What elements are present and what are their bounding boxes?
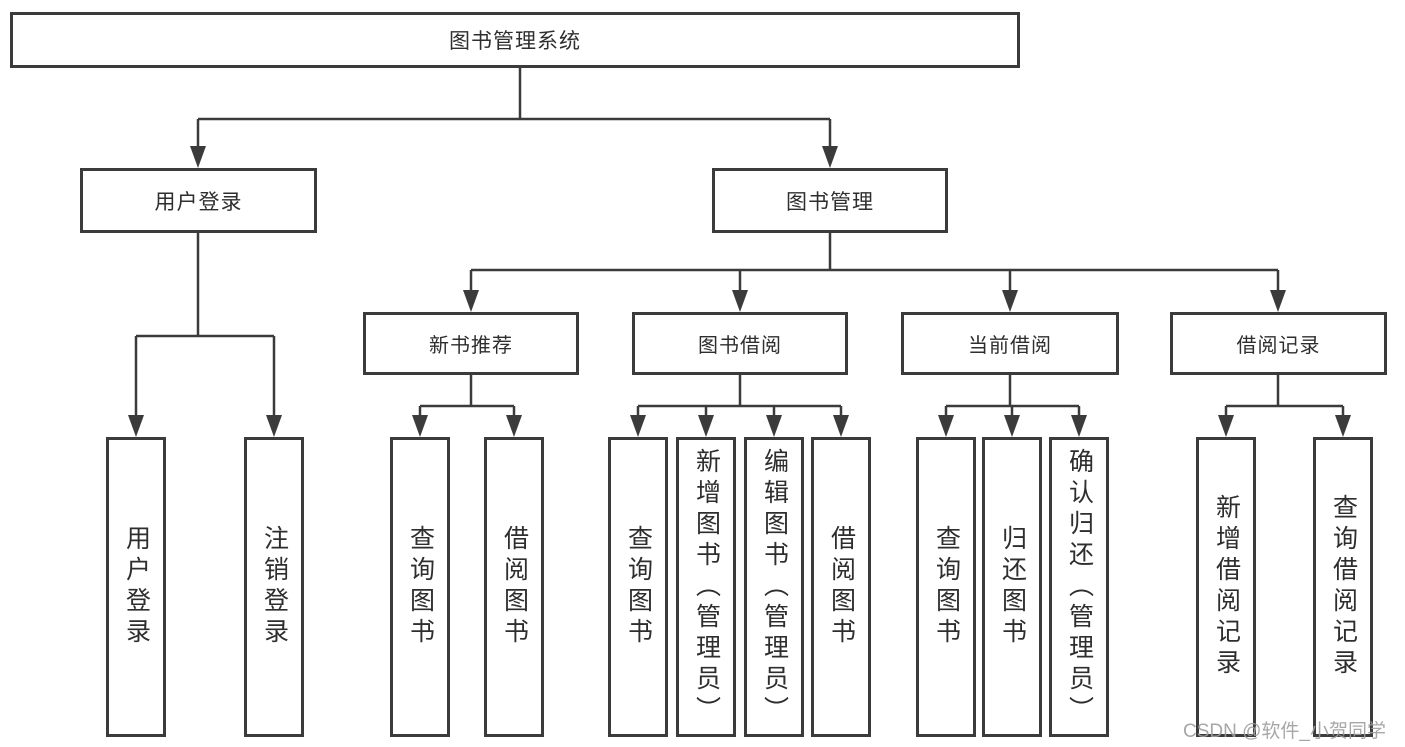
leaf-logout: 注销登录 [244, 437, 304, 737]
leaf-query-book-borrow: 查询图书 [608, 437, 668, 737]
node-book-borrowing: 图书借阅 [632, 312, 848, 375]
leaf-query-book-current: 查询图书 [916, 437, 976, 737]
leaf-add-borrow-record: 新增借阅记录 [1196, 437, 1256, 737]
leaf-query-borrow-record: 查询借阅记录 [1313, 437, 1373, 737]
node-book-management: 图书管理 [712, 168, 948, 233]
leaf-edit-book-admin: 编辑图书（管理员） [744, 437, 804, 737]
node-new-book-recommend: 新书推荐 [363, 312, 579, 375]
leaf-borrow-book-recommend: 借阅图书 [484, 437, 544, 737]
leaf-confirm-return-admin: 确认归还（管理员） [1049, 437, 1109, 737]
csdn-watermark: CSDN @软件_小贺同学 [1183, 721, 1386, 742]
node-borrowing-records: 借阅记录 [1170, 312, 1387, 375]
leaf-return-book: 归还图书 [982, 437, 1042, 737]
leaf-borrow-book: 借阅图书 [811, 437, 871, 737]
leaf-user-login: 用户登录 [106, 437, 166, 737]
node-library-system: 图书管理系统 [10, 12, 1020, 68]
leaf-add-book-admin: 新增图书（管理员） [676, 437, 736, 737]
node-user-login: 用户登录 [80, 168, 317, 233]
node-current-borrowing: 当前借阅 [901, 312, 1119, 375]
leaf-query-book-recommend: 查询图书 [390, 437, 450, 737]
